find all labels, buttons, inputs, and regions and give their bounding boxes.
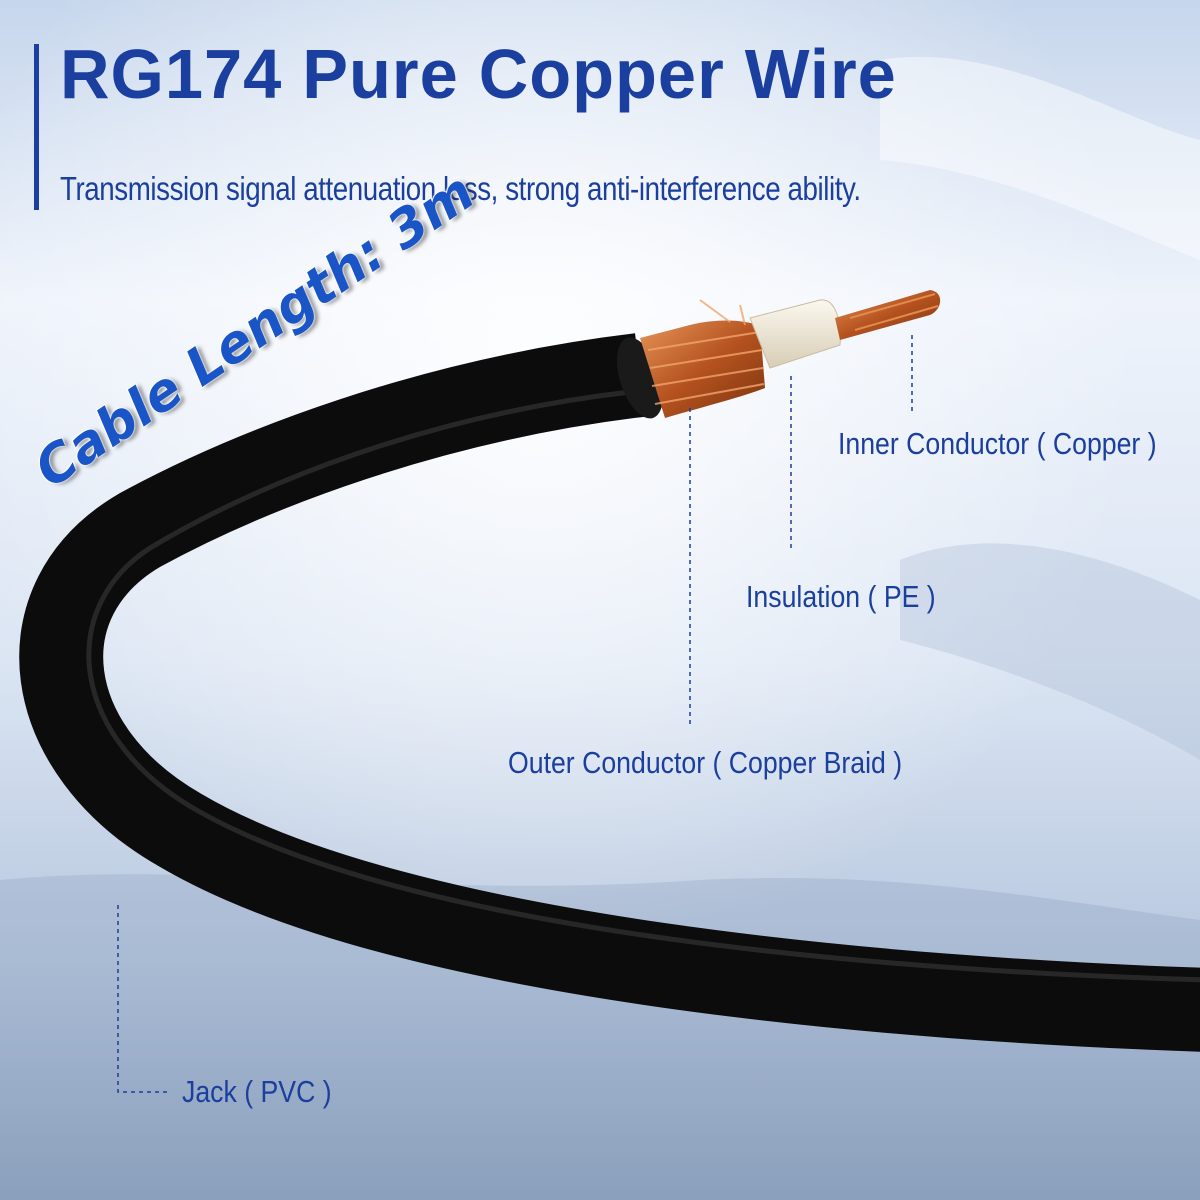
title-accent-bar <box>34 44 39 210</box>
outer-conductor-label: Outer Conductor ( Copper Braid ) <box>508 745 903 780</box>
leader-jacket <box>117 905 170 1093</box>
inner-conductor-label: Inner Conductor ( Copper ) <box>838 426 1157 461</box>
copper-braid <box>640 320 765 418</box>
cable-jacket <box>19 333 1200 1052</box>
jacket-label: Jack ( PVC ) <box>182 1074 332 1109</box>
page-title: RG174 Pure Copper Wire <box>60 35 897 113</box>
page-subtitle: Transmission signal attenuation less, st… <box>60 170 861 207</box>
insulation-label: Insulation ( PE ) <box>746 579 936 614</box>
pe-insulation <box>749 299 841 369</box>
